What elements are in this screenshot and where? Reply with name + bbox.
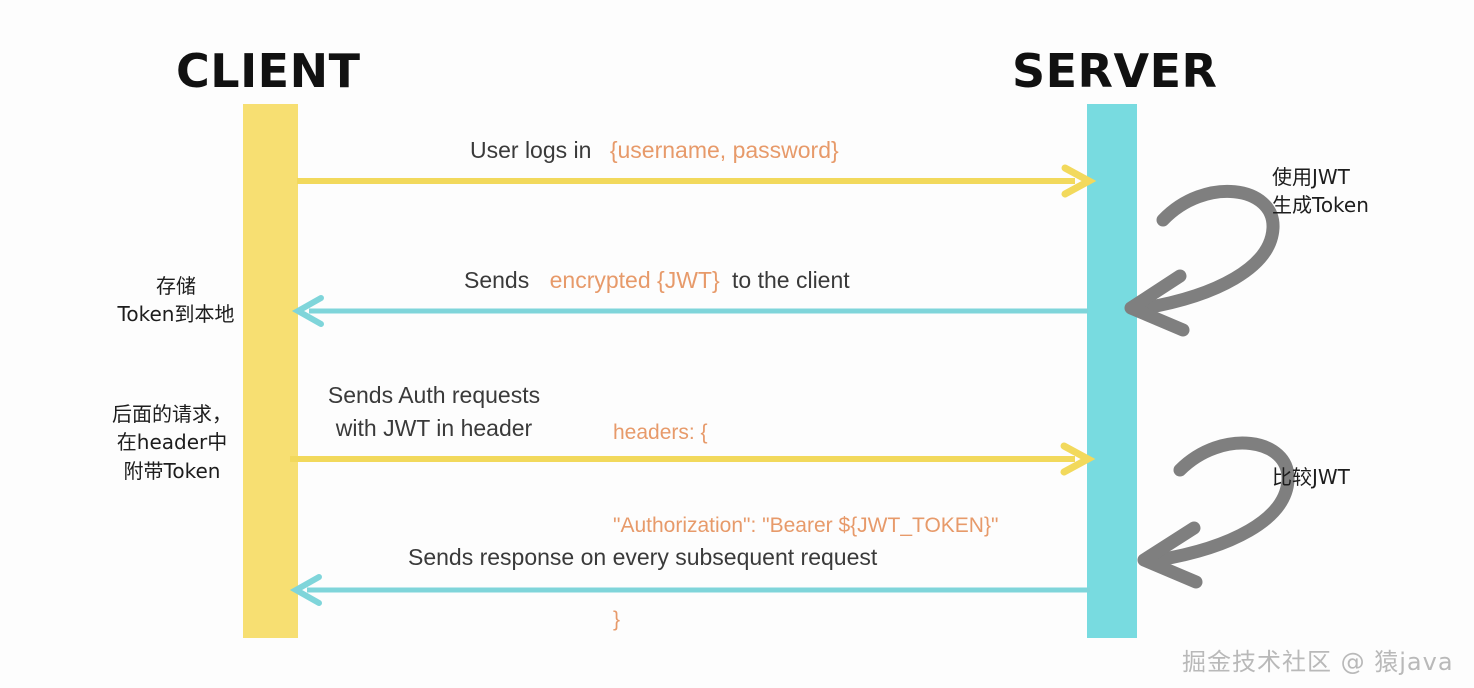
response-arrow-jwt: [291, 295, 1090, 327]
message-auth-line2: with JWT in header: [335, 414, 533, 441]
annotation-compare-jwt: 比较JWT: [1272, 465, 1350, 489]
message-label-response: Sends response on every subsequent reque…: [408, 543, 877, 572]
annotation-generate-token: 使用JWT 生成Token: [1272, 165, 1369, 218]
message-login-accent: {username, password}: [609, 137, 839, 163]
curved-arrow-compare-jwt: [1122, 424, 1322, 594]
message-label-auth-request: Sends Auth requests with JWT in header: [304, 379, 564, 444]
message-jwt-suffix: to the client: [732, 267, 850, 293]
message-auth-line1: Sends Auth requests: [327, 382, 541, 408]
curved-arrow-generate-token: [1105, 168, 1305, 338]
message-response-text: Sends response on every subsequent reque…: [408, 544, 878, 570]
headers-line-2: "Authorization": "Bearer ${JWT_TOKEN}": [613, 514, 999, 538]
message-jwt-accent: encrypted {JWT}: [549, 267, 720, 293]
annotation-store-token: 存储 Token到本地: [117, 274, 235, 327]
headers-code-block: headers: { "Authorization": "Bearer ${JW…: [613, 355, 998, 688]
server-actor-title: SERVER: [1012, 44, 1218, 98]
message-jwt-prefix: Sends: [464, 267, 530, 293]
watermark-text: 掘金技术社区 @ 猿java: [1182, 648, 1454, 676]
response-arrow-subsequent: [289, 574, 1093, 606]
request-arrow-auth: [290, 442, 1096, 476]
annotation-subsequent-requests: 后面的请求， 在header中 附带Token: [112, 402, 232, 483]
request-arrow-login: [297, 164, 1097, 198]
headers-line-3: }: [613, 607, 621, 631]
server-lifeline-bar: [1087, 104, 1137, 638]
client-lifeline-bar: [243, 104, 298, 638]
message-label-jwt: Sends encrypted {JWT} to the client: [464, 266, 850, 295]
message-login-plain: User logs in: [470, 137, 592, 163]
client-actor-title: CLIENT: [176, 44, 361, 98]
message-label-login: User logs in {username, password}: [470, 136, 839, 165]
headers-line-1: headers: {: [613, 421, 708, 445]
